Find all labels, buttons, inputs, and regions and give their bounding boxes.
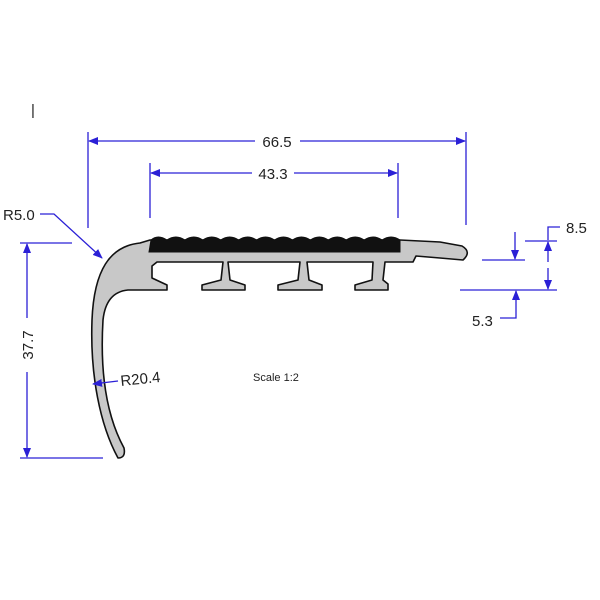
cursor-mark: | <box>31 102 35 119</box>
dimension-label: 37.7 <box>20 330 37 359</box>
dimension-lip-height: 8.5 <box>460 220 587 291</box>
dimension-corner-radius: R5.0 <box>3 207 103 259</box>
dimension-label: 66.5 <box>262 134 291 151</box>
dimension-label: 8.5 <box>566 220 587 237</box>
anti-slip-insert <box>148 236 401 253</box>
dimension-label: R20.4 <box>120 369 162 390</box>
scale-note: Scale 1:2 <box>253 372 299 384</box>
dimension-insert-width: 43.3 <box>149 163 399 218</box>
dimension-label: 5.3 <box>472 313 493 330</box>
dimension-nose-height: 37.7 <box>20 242 103 459</box>
dimension-overall-width: 66.5 <box>87 132 467 228</box>
dimension-label: R5.0 <box>3 207 35 224</box>
dimension-nose-radius: R20.4 <box>92 369 162 390</box>
dimension-label: 43.3 <box>258 166 287 183</box>
aluminium-profile <box>90 239 469 459</box>
dimension-lip-offset: 5.3 <box>472 232 525 330</box>
